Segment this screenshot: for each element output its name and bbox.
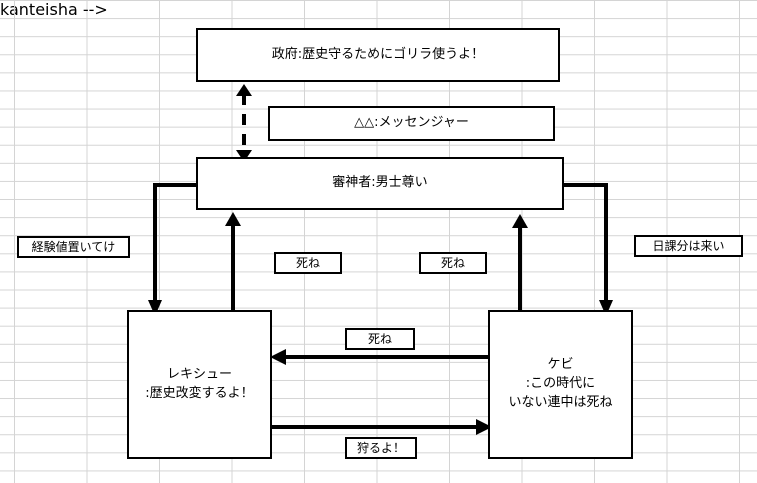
node-kanteisha[interactable]: 審神者:男士尊い [196, 157, 564, 210]
label-die-right[interactable]: 死ね [419, 252, 487, 274]
node-kebi[interactable]: ケビ :この時代に いない連中は死ね [488, 310, 633, 459]
node-messenger-label: △△:メッセンジャー [354, 115, 469, 131]
node-rekishu[interactable]: レキシュー :歴史改変するよ！ [127, 310, 272, 459]
node-government-label: 政府:歴史守るためにゴリラ使うよ！ [271, 46, 485, 62]
node-messenger[interactable]: △△:メッセンジャー [268, 106, 555, 141]
label-die-left[interactable]: 死ね [274, 252, 342, 274]
label-die-left-text: 死ね [295, 255, 320, 270]
connector-rekishu-to-kebi [270, 418, 492, 436]
connector-kanteisha-to-rekishu [148, 178, 202, 316]
node-government[interactable]: 政府:歴史守るためにゴリラ使うよ！ [196, 28, 560, 82]
label-hunt[interactable]: 狩るよ！ [345, 437, 417, 459]
label-daily-come-text: 日課分は来い [652, 238, 725, 253]
connector-kanteisha-to-kebi [560, 178, 614, 316]
connector-government-kanteisha-dashed [228, 84, 260, 162]
label-exp-drop[interactable]: 経験値置いてけ [17, 236, 130, 258]
label-die-right-text: 死ね [440, 255, 465, 270]
label-hunt-text: 狩るよ！ [356, 440, 405, 455]
node-kebi-label: ケビ :この時代に いない連中は死ね [508, 357, 613, 410]
label-exp-drop-text: 経験値置いてけ [31, 239, 116, 254]
connector-rekishu-to-kanteisha [224, 212, 242, 312]
label-die-middle-text: 死ね [367, 331, 392, 346]
label-die-middle[interactable]: 死ね [345, 328, 415, 350]
connector-kebi-to-kanteisha [511, 214, 529, 312]
connector-kebi-to-rekishu [270, 348, 490, 366]
node-rekishu-label: レキシュー :歴史改変するよ！ [145, 366, 254, 401]
node-kanteisha-label: 審神者:男士尊い [332, 175, 428, 191]
grid-column-divider [14, 0, 15, 483]
label-daily-come[interactable]: 日課分は来い [634, 235, 743, 257]
